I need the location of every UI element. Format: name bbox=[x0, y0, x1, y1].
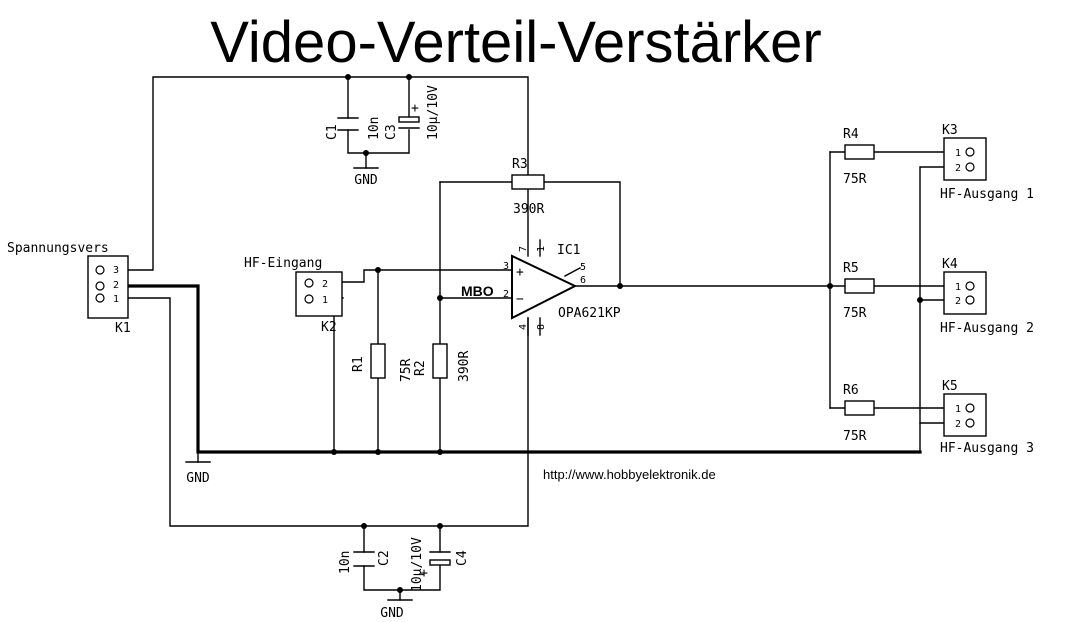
k5-name: HF-Ausgang 3 bbox=[940, 441, 1034, 456]
svg-text:8: 8 bbox=[536, 324, 547, 330]
resistor-r5: R5 75R bbox=[843, 261, 875, 321]
k3-ref: K3 bbox=[942, 123, 958, 138]
svg-text:6: 6 bbox=[580, 275, 586, 286]
svg-text:2: 2 bbox=[113, 280, 119, 291]
svg-text:1: 1 bbox=[536, 246, 547, 252]
ic1-ref: IC1 bbox=[557, 243, 580, 258]
svg-text:1: 1 bbox=[955, 282, 961, 293]
svg-text:R5: R5 bbox=[843, 261, 859, 276]
svg-text:75R: 75R bbox=[843, 429, 867, 444]
svg-text:3: 3 bbox=[503, 261, 509, 272]
svg-text:+: + bbox=[411, 101, 419, 116]
svg-text:C2: C2 bbox=[377, 550, 392, 566]
opamp-ic1: + − 3 2 6 5 7 1 4 8 IC1 OPA621KP bbox=[503, 239, 621, 336]
wires bbox=[126, 76, 946, 601]
resistor-r2: R2 390R bbox=[413, 343, 472, 382]
k5-ref: K5 bbox=[942, 379, 958, 394]
svg-text:4: 4 bbox=[518, 324, 529, 330]
gnd-symbol-bottom: GND bbox=[380, 599, 413, 621]
svg-text:10µ/10V: 10µ/10V bbox=[410, 537, 425, 592]
ic1-part: OPA621KP bbox=[558, 306, 621, 321]
gnd-symbol-left: GND bbox=[185, 461, 211, 486]
svg-text:R3: R3 bbox=[512, 157, 528, 172]
svg-text:75R: 75R bbox=[399, 358, 414, 382]
svg-text:390R: 390R bbox=[513, 202, 544, 217]
svg-text:1: 1 bbox=[955, 404, 961, 415]
capacitor-c3: + C3 10µ/10V bbox=[384, 85, 441, 140]
svg-text:10µ/10V: 10µ/10V bbox=[426, 85, 441, 140]
svg-text:2: 2 bbox=[503, 289, 509, 300]
resistor-r6: R6 75R bbox=[843, 383, 875, 444]
svg-text:C1: C1 bbox=[325, 124, 340, 140]
svg-text:1: 1 bbox=[113, 294, 119, 305]
k2-ref: K2 bbox=[321, 320, 337, 335]
svg-text:2: 2 bbox=[955, 296, 961, 307]
k3-name: HF-Ausgang 1 bbox=[940, 187, 1034, 202]
capacitor-c4: + 10µ/10V C4 bbox=[410, 537, 470, 592]
source-url: http://www.hobbyelektronik.de bbox=[543, 467, 716, 482]
schematic-title: Video-Verteil-Verstärker bbox=[210, 10, 821, 75]
svg-text:R6: R6 bbox=[843, 383, 859, 398]
k1-name: Spannungsvers bbox=[7, 241, 109, 256]
svg-text:+: + bbox=[420, 566, 428, 581]
svg-text:1: 1 bbox=[322, 295, 328, 306]
connector-k1: 3 2 1 Spannungsvers K1 bbox=[7, 241, 131, 336]
connector-k4: 1 2 K4 HF-Ausgang 2 bbox=[940, 257, 1034, 336]
svg-text:R1: R1 bbox=[351, 356, 366, 372]
svg-text:GND: GND bbox=[380, 606, 404, 621]
svg-text:75R: 75R bbox=[843, 172, 867, 187]
resistor-r3: R3 390R bbox=[511, 157, 545, 217]
k4-ref: K4 bbox=[942, 257, 958, 272]
svg-text:7: 7 bbox=[518, 246, 529, 252]
svg-text:2: 2 bbox=[322, 279, 328, 290]
svg-text:+: + bbox=[516, 265, 524, 280]
svg-text:1: 1 bbox=[955, 148, 961, 159]
svg-text:2: 2 bbox=[955, 419, 961, 430]
svg-text:5: 5 bbox=[580, 262, 586, 273]
svg-text:R2: R2 bbox=[413, 360, 428, 376]
connector-k5: 1 2 K5 HF-Ausgang 3 bbox=[940, 379, 1034, 456]
svg-text:C3: C3 bbox=[384, 124, 399, 140]
gnd-symbol-top: GND bbox=[353, 167, 379, 188]
k1-ref: K1 bbox=[115, 321, 131, 336]
k2-name: HF-Eingang bbox=[244, 256, 322, 271]
k4-name: HF-Ausgang 2 bbox=[940, 321, 1034, 336]
capacitor-c2: 10n C2 bbox=[338, 550, 392, 574]
resistor-r4: R4 75R bbox=[843, 127, 875, 187]
svg-text:10n: 10n bbox=[338, 551, 353, 574]
mbo-label: MBO bbox=[461, 283, 494, 299]
capacitor-c1: C1 10n bbox=[325, 117, 382, 140]
svg-text:C4: C4 bbox=[455, 550, 470, 566]
svg-text:R4: R4 bbox=[843, 127, 859, 142]
svg-text:390R: 390R bbox=[457, 351, 472, 382]
svg-text:GND: GND bbox=[354, 173, 378, 188]
svg-text:3: 3 bbox=[113, 265, 119, 276]
connector-k2: 2 1 HF-Eingang K2 bbox=[244, 256, 343, 335]
junctions bbox=[331, 74, 923, 593]
svg-text:GND: GND bbox=[186, 471, 210, 486]
resistor-r1: R1 75R bbox=[351, 343, 414, 382]
svg-text:75R: 75R bbox=[843, 306, 867, 321]
connector-k3: 1 2 K3 HF-Ausgang 1 bbox=[940, 123, 1034, 202]
gnd-bus bbox=[125, 284, 922, 454]
svg-text:2: 2 bbox=[955, 163, 961, 174]
svg-text:−: − bbox=[516, 292, 524, 307]
svg-text:10n: 10n bbox=[367, 117, 382, 140]
